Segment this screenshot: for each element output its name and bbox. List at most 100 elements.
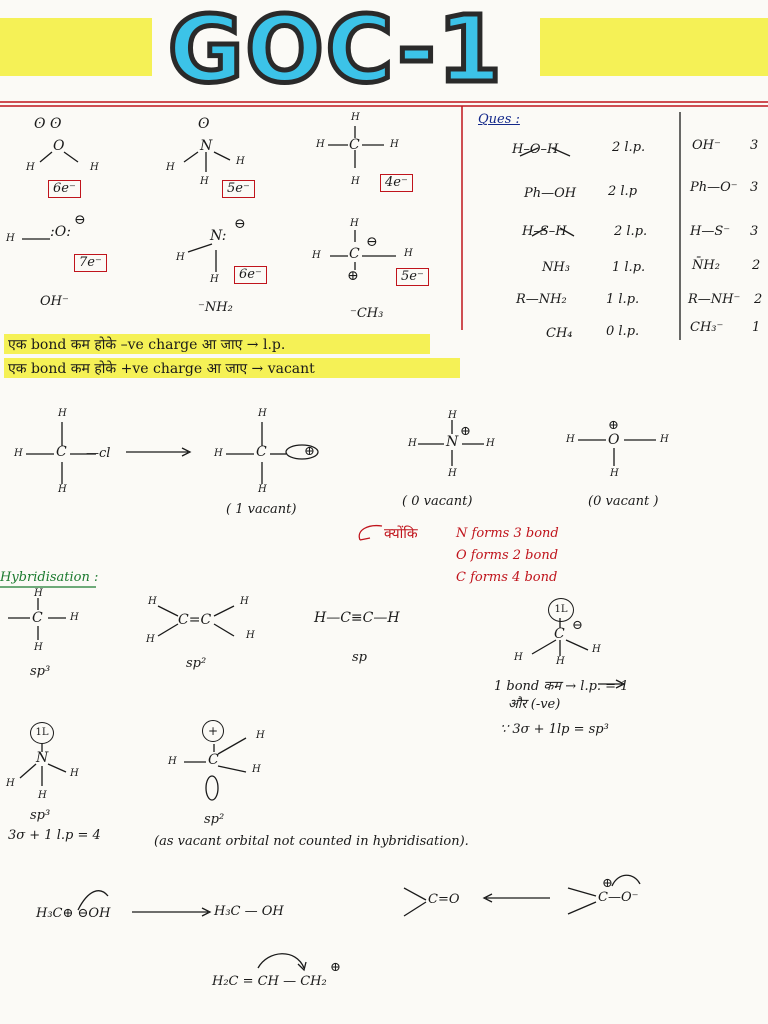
product-carbon: C xyxy=(256,444,267,460)
ques-lone-pairs: 2 xyxy=(752,258,761,273)
hyb-ammonia-lone-pair-icon: 1L xyxy=(30,722,54,744)
water-h-left: H xyxy=(26,162,35,173)
ques-lone-pairs: 2 l.p. xyxy=(614,224,648,239)
reason-word: क्योंकि xyxy=(384,526,418,542)
carbocation-vacant-label: ( 1 vacant) xyxy=(226,502,297,517)
hyb-methane-h-bottom: H xyxy=(34,642,43,653)
methane-h-top: H xyxy=(351,112,360,123)
hydroxide-h: H xyxy=(6,233,15,244)
ques-lone-pairs: 3 xyxy=(750,224,759,239)
amide-charge: ⊖ xyxy=(234,216,246,232)
methane-h-left: H xyxy=(316,139,325,150)
hyb-carbanion-h: H xyxy=(556,656,565,667)
amide-caption: ⁻NH₂ xyxy=(198,300,233,315)
methane-carbon: C xyxy=(349,137,360,153)
hyb-ammonia-note: 3σ + 1 l.p = 4 xyxy=(8,828,101,843)
ques-lone-pairs: 3 xyxy=(750,180,759,195)
ammonia-h-bottom: H xyxy=(200,176,209,187)
hyb-ammonia-nitrogen: N xyxy=(36,750,49,766)
methyl-anion-electron-box: 5e⁻ xyxy=(396,268,429,286)
hyb-methane-h-right: H xyxy=(70,612,79,623)
hyb-methane-label: sp³ xyxy=(30,664,51,679)
ques-lone-pairs: 0 l.p. xyxy=(606,324,640,339)
ques-species: OH⁻ xyxy=(692,138,721,153)
ques-species: Ph—O⁻ xyxy=(690,180,738,195)
reactant-h-top: H xyxy=(58,408,67,419)
methane-h-bottom: H xyxy=(351,176,360,187)
methyl-anion-lone-pair: ⊕ xyxy=(347,268,359,284)
product-h-bottom: H xyxy=(258,484,267,495)
hyb-ethyne: H—C≡C—H xyxy=(314,610,400,626)
hydroxide-oxygen: :O: xyxy=(50,224,71,240)
ques-species: H–O–H xyxy=(512,142,559,157)
ques-species: NH₃ xyxy=(542,260,570,275)
methyl-anion-h-right: H xyxy=(404,248,413,259)
hyb-carbanion-carbon: C xyxy=(554,626,565,642)
amide-nitrogen: N: xyxy=(210,228,227,244)
methane-h-right: H xyxy=(390,139,399,150)
rule-positive-charge: एक bond कम होके +ve charge आ जाए → vacan… xyxy=(8,361,315,377)
ques-species: H—S⁻ xyxy=(690,224,731,239)
hyb-carbanion-note: ∵ 3σ + 1lp = sp³ xyxy=(500,722,609,737)
hyb-carbocation-h: H xyxy=(168,756,177,767)
oxonium-h-bottom: H xyxy=(610,468,619,479)
ques-species: N̄H₂ xyxy=(692,258,720,273)
hybridisation-heading: Hybridisation : xyxy=(0,570,99,585)
methyl-anion-charge: ⊖ xyxy=(366,234,378,250)
hyb-ethyne-label: sp xyxy=(352,650,367,665)
hyb-ethene-h: H xyxy=(240,596,249,607)
ammonia-h-right: H xyxy=(236,156,245,167)
ammonium-h-right: H xyxy=(486,438,495,449)
ques-lone-pairs: 2 l.p. xyxy=(612,140,646,155)
ammonium-h-bottom: H xyxy=(448,468,457,479)
ammonium-nitrogen: N xyxy=(446,434,459,450)
ques-lone-pairs: 2 xyxy=(754,292,763,307)
water-h-right: H xyxy=(90,162,99,173)
ques-lone-pairs: 1 l.p. xyxy=(612,260,646,275)
ques-species: CH₃⁻ xyxy=(690,320,724,335)
methyl-anion-carbon: C xyxy=(349,246,360,262)
ammonium-vacant-label: ( 0 vacant) xyxy=(402,494,473,509)
amide-h-bottom: H xyxy=(210,274,219,285)
water-lone-pairs: ʘ ʘ xyxy=(34,116,62,132)
methane-electron-box: 4e⁻ xyxy=(380,174,413,192)
hyb-carbanion-charge: ⊖ xyxy=(572,618,583,633)
water-electron-box: 6e⁻ xyxy=(48,180,81,198)
reactant-carbon: C xyxy=(56,444,67,460)
hyb-ethene-h: H xyxy=(148,596,157,607)
hyb-carbanion-h: H xyxy=(514,652,523,663)
rule-negative-charge: एक bond कम होके –ve charge आ जाए → l.p. xyxy=(8,337,286,353)
hyb-carbocation-vacant-icon: + xyxy=(202,720,224,742)
hyb-carbocation-h: H xyxy=(256,730,265,741)
hydroxide-charge: ⊖ xyxy=(74,212,86,228)
reactant-chloride: —cl xyxy=(86,446,111,461)
water-oxygen: O xyxy=(53,138,65,154)
hydroxide-caption: OH⁻ xyxy=(40,294,69,309)
oxonium-h-left: H xyxy=(566,434,575,445)
methyl-anion-h-top: H xyxy=(350,218,359,229)
oxonium-plus: ⊕ xyxy=(608,418,619,433)
reason-line: N forms 3 bond xyxy=(456,526,559,541)
ques-species: H–S–H xyxy=(522,224,567,239)
ques-lone-pairs: 1 xyxy=(752,320,761,335)
hyb-ethene-h: H xyxy=(146,634,155,645)
reactant-h-bottom: H xyxy=(58,484,67,495)
ques-lone-pairs: 3 xyxy=(750,138,759,153)
hyb-carbocation-label: sp² xyxy=(204,812,225,827)
product-h-top: H xyxy=(258,408,267,419)
resonance-bottom-plus: ⊕ xyxy=(330,960,341,975)
resonance-bottom: H₂C = CH — CH₂ xyxy=(212,974,327,989)
methyl-anion-h-left: H xyxy=(312,250,321,261)
resonance-right-product: C—O⁻ xyxy=(598,890,639,905)
oxonium-h-right: H xyxy=(660,434,669,445)
oxonium-vacant-label: (0 vacant ) xyxy=(588,494,659,509)
ques-species: CH₄ xyxy=(546,326,573,341)
title-highlight-left xyxy=(0,18,152,76)
hyb-carbanion-note: 1 bond कम → l.p. = 1 xyxy=(494,679,629,694)
hyb-ammonia-h: H xyxy=(6,778,15,789)
ammonia-h-left: H xyxy=(166,162,175,173)
hyb-carbanion-lone-pair-icon: 1L xyxy=(548,598,574,622)
amide-h-left: H xyxy=(176,252,185,263)
hyb-ethene-bond: C=C xyxy=(178,612,212,628)
product-h-left: H xyxy=(214,448,223,459)
